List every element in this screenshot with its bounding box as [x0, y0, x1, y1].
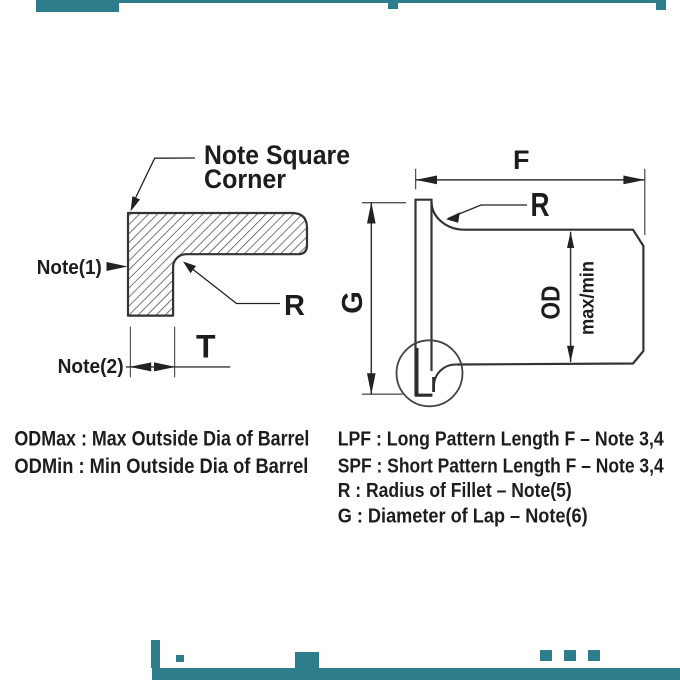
- svg-text:Note(2): Note(2): [58, 356, 124, 378]
- svg-text:R: R: [284, 290, 305, 322]
- svg-text:F: F: [513, 145, 530, 175]
- svg-text:OD: OD: [536, 286, 566, 320]
- svg-text:G: G: [337, 291, 369, 314]
- svg-text:Note(1): Note(1): [37, 257, 102, 279]
- svg-text:T: T: [196, 329, 216, 365]
- svg-text:SPF : Short Pattern Length F –: SPF : Short Pattern Length F – Note 3,4: [338, 456, 665, 478]
- svg-text:max/min: max/min: [577, 261, 599, 335]
- svg-text:LPF : Long Pattern Length F –: LPF : Long Pattern Length F – Note 3,4: [338, 429, 665, 451]
- svg-text:G : Diameter of Lap – Note(6): G : Diameter of Lap – Note(6): [338, 506, 588, 528]
- svg-text:R : Radius of Fillet – Note(5): R : Radius of Fillet – Note(5): [338, 480, 572, 502]
- svg-text:Corner: Corner: [204, 164, 286, 194]
- svg-text:R: R: [531, 186, 550, 223]
- svg-text:Note Square: Note Square: [204, 140, 350, 170]
- svg-text:ODMin : Min Outside Dia of Bar: ODMin : Min Outside Dia of Barrel: [14, 455, 308, 478]
- svg-text:ODMax : Max Outside Dia of Bar: ODMax : Max Outside Dia of Barrel: [14, 428, 309, 451]
